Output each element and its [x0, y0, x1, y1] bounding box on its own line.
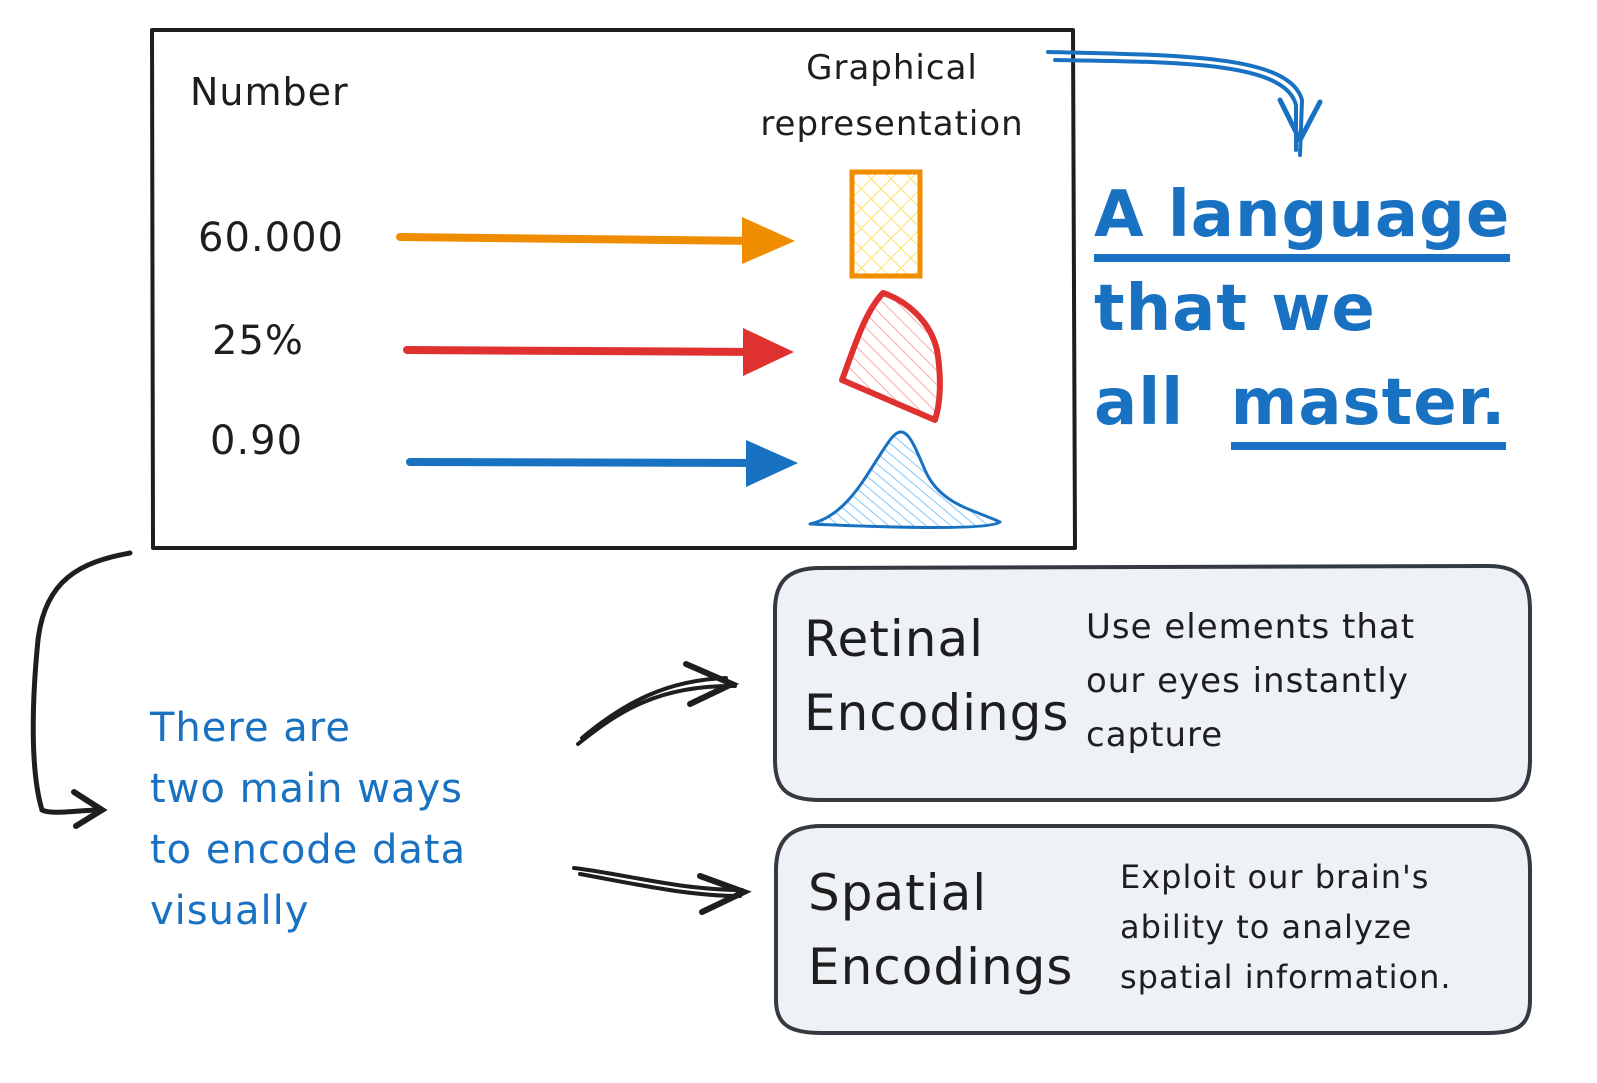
red-arrow: [403, 328, 794, 376]
intro-text: There are two main ways to encode data v…: [150, 698, 570, 942]
slogan-line-3a: all: [1094, 366, 1185, 440]
blue-arrow: [406, 440, 798, 487]
spatial-desc-line-2: ability to analyze: [1120, 908, 1413, 946]
retinal-title-line-1: Retinal: [804, 610, 984, 668]
slogan-line-3b: master.: [1230, 366, 1507, 450]
retinal-desc-line-2: our eyes instantly: [1086, 661, 1409, 701]
spatial-title: Spatial Encodings: [808, 856, 1073, 1004]
spatial-card-bg: [774, 824, 1532, 1035]
slogan: A language that we all master.: [1094, 168, 1574, 450]
wedge-shape: [839, 290, 943, 423]
number-value-25-percent: 25%: [212, 318, 304, 364]
retinal-card-bg: [773, 563, 1532, 802]
retinal-title-line-2: Encodings: [804, 684, 1070, 742]
number-value-090: 0.90: [210, 418, 304, 464]
encoding-box: [150, 28, 1077, 550]
retinal-description: Use elements that our eyes instantly cap…: [1086, 600, 1506, 762]
number-header: Number: [190, 70, 349, 114]
intro-line-1: There are: [150, 705, 351, 751]
rectangle-shape: [849, 169, 923, 279]
intro-line-2: two main ways: [150, 766, 463, 812]
number-value-60000: 60.000: [198, 215, 344, 261]
intro-line-4: visually: [150, 888, 310, 934]
retinal-title: Retinal Encodings: [804, 602, 1069, 750]
retinal-desc-line-3: capture: [1086, 715, 1224, 755]
spatial-title-line-1: Spatial: [808, 864, 988, 922]
spatial-title-line-2: Encodings: [808, 938, 1074, 996]
spatial-arrow: [572, 866, 752, 915]
spatial-desc-line-1: Exploit our brain's: [1120, 858, 1430, 896]
retinal-arrow: [576, 661, 740, 746]
density-curve-shape: [808, 430, 1002, 529]
slogan-arrow: [1046, 50, 1323, 157]
spatial-description: Exploit our brain's ability to analyze s…: [1120, 852, 1520, 1002]
intro-line-3: to encode data: [150, 827, 467, 873]
slogan-line-1: A language: [1094, 178, 1511, 262]
spatial-desc-line-3: spatial information.: [1120, 958, 1452, 996]
graphic-header: Graphical representation: [760, 48, 1024, 144]
orange-arrow: [396, 217, 795, 264]
connector-arrow: [30, 550, 133, 829]
slogan-line-2: that we: [1094, 272, 1376, 346]
retinal-desc-line-1: Use elements that: [1086, 607, 1416, 647]
